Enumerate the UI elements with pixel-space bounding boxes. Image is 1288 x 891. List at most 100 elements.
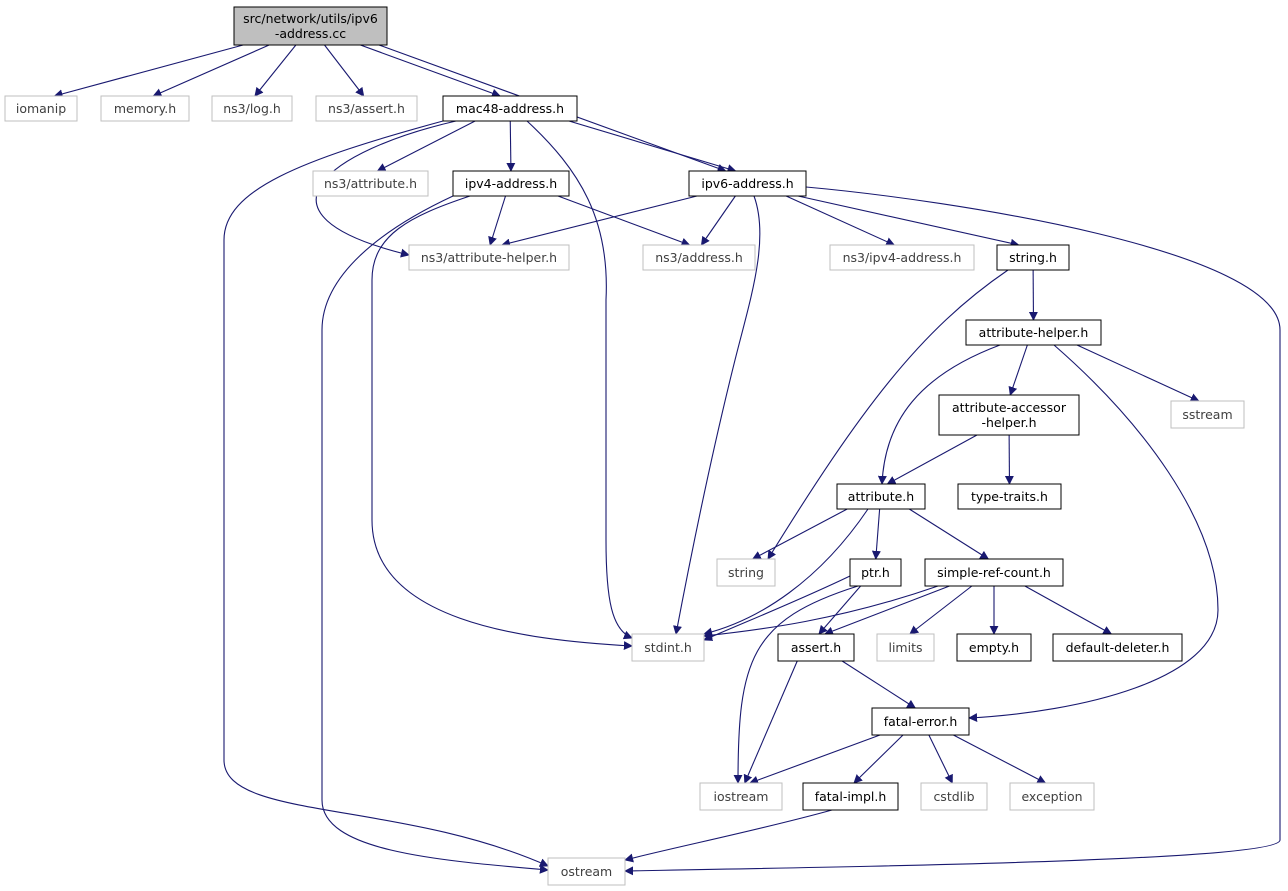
- edge-assert-h-to-fatal-error-h: [841, 660, 917, 709]
- node-box: [233, 6, 388, 46]
- node-ns3-address-h: ns3/address.h: [642, 244, 756, 271]
- edge-ptr-h-to-assert-h: [818, 585, 862, 635]
- edge-fatal-error-h-to-cstdlib: [928, 734, 953, 784]
- node-label: ns3/address.h: [655, 250, 743, 265]
- node-label: memory.h: [114, 101, 176, 116]
- node-attribute-h[interactable]: attribute.h: [836, 483, 926, 510]
- node-box: [876, 633, 935, 662]
- node-box: [631, 633, 705, 662]
- node-label: ostream: [561, 864, 612, 879]
- edge-string-h-to-string: [767, 269, 1009, 560]
- node-box: [100, 95, 190, 122]
- node-label: string.h: [1009, 250, 1057, 265]
- node-ns3-ipv4-address-h: ns3/ipv4-address.h: [829, 244, 975, 271]
- node-attribute-accessor-helper-h[interactable]: attribute-accessor-helper.h: [938, 394, 1080, 436]
- node-box: [829, 244, 975, 271]
- edge-ipv6-address-h-to-ns3-address-h: [700, 195, 736, 246]
- node-label: mac48-address.h: [456, 101, 564, 116]
- node-ptr-h[interactable]: ptr.h: [849, 558, 902, 587]
- edge-attribute-h-to-stdint-h: [703, 508, 869, 637]
- node-label: iostream: [714, 789, 769, 804]
- edge-mac48-address-h-to-stdint-h: [526, 120, 633, 640]
- edge-ipv6-address-h-to-ns3-ipv4-address-h: [785, 195, 896, 246]
- node-box: [315, 95, 418, 122]
- node-label: -address.cc: [275, 26, 346, 41]
- edge-ipv4-address-h-to-ostream: [321, 195, 549, 874]
- edge-mac48-address-h-to-ostream: [223, 120, 549, 867]
- node-string-h[interactable]: string.h: [996, 244, 1070, 271]
- node-simple-ref-count-h[interactable]: simple-ref-count.h: [924, 558, 1064, 587]
- node-box: [452, 170, 570, 197]
- edge-ipv4-address-h-to-ns3-address-h: [557, 195, 691, 247]
- node-box: [4, 95, 78, 122]
- node-root[interactable]: src/network/utils/ipv6-address.cc: [233, 6, 388, 46]
- edge-root-to-iomanip: [53, 44, 244, 99]
- edge-mac48-address-h-to-ipv4-address-h: [506, 120, 516, 172]
- node-box: [699, 782, 783, 811]
- edge-ipv6-address-h-to-string-h: [797, 195, 1020, 248]
- node-ns3-attribute-h: ns3/attribute.h: [312, 170, 429, 197]
- edge-attribute-helper-h-to-fatal-error-h: [968, 344, 1219, 723]
- node-box: [938, 394, 1080, 436]
- edge-attribute-helper-h-to-sstream: [1076, 344, 1200, 402]
- node-box: [211, 95, 293, 122]
- edge-fatal-error-h-to-iostream: [749, 734, 881, 785]
- node-memory-h: memory.h: [100, 95, 190, 122]
- node-box: [716, 558, 776, 587]
- edge-fatal-error-h-to-fatal-impl-h: [853, 734, 904, 784]
- edge-attribute-h-to-ptr-h: [871, 508, 881, 560]
- node-label: ns3/ipv4-address.h: [843, 250, 962, 265]
- edge-attribute-h-to-string: [751, 508, 848, 560]
- node-box: [924, 558, 1064, 587]
- node-label: assert.h: [791, 640, 841, 655]
- node-fatal-impl-h[interactable]: fatal-impl.h: [802, 782, 899, 811]
- node-label: ipv4-address.h: [465, 176, 557, 191]
- edge-mac48-address-h-to-ns3-attribute-h: [376, 120, 476, 172]
- node-label: string: [728, 565, 764, 580]
- node-label: cstdlib: [933, 789, 974, 804]
- node-empty-h[interactable]: empty.h: [956, 633, 1032, 662]
- node-box: [836, 483, 926, 510]
- node-label: ipv6-address.h: [701, 176, 793, 191]
- edge-root-to-ns3-log-h: [254, 44, 297, 97]
- node-box: [642, 244, 756, 271]
- node-mac48-address-h[interactable]: mac48-address.h: [442, 95, 578, 122]
- edge-root-to-memory-h: [152, 44, 270, 97]
- edge-root-to-mac48-address-h: [360, 44, 501, 98]
- node-box: [1052, 633, 1183, 662]
- node-type-traits-h[interactable]: type-traits.h: [957, 483, 1062, 510]
- node-box: [920, 782, 988, 811]
- edge-simple-ref-count-h-to-limits: [909, 585, 973, 635]
- node-ipv6-address-h[interactable]: ipv6-address.h: [688, 170, 807, 197]
- node-attribute-helper-h[interactable]: attribute-helper.h: [965, 319, 1102, 346]
- node-box: [957, 483, 1062, 510]
- node-label: attribute.h: [848, 489, 914, 504]
- node-label: type-traits.h: [971, 489, 1048, 504]
- node-label: ptr.h: [861, 565, 890, 580]
- node-ns3-attribute-helper-h: ns3/attribute-helper.h: [408, 244, 570, 271]
- node-box: [996, 244, 1070, 271]
- node-box: [956, 633, 1032, 662]
- edge-assert-h-to-iostream: [743, 660, 798, 784]
- node-box: [965, 319, 1102, 346]
- edge-ipv6-address-h-to-ns3-attribute-helper-h: [501, 195, 698, 248]
- node-box: [871, 707, 970, 736]
- edge-mac48-address-h-to-ipv6-address-h: [568, 120, 737, 173]
- node-assert-h[interactable]: assert.h: [777, 633, 855, 662]
- edge-simple-ref-count-h-to-default-deleter-h: [1024, 585, 1113, 635]
- node-box: [1009, 782, 1095, 811]
- node-box: [408, 244, 570, 271]
- edges-layer: [53, 44, 1281, 876]
- node-label: ns3/attribute.h: [324, 176, 417, 191]
- node-box: [1170, 400, 1245, 429]
- edge-root-to-ns3-assert-h: [324, 44, 365, 97]
- edge-ptr-h-to-stdint-h: [703, 575, 851, 641]
- edge-ipv4-address-h-to-stdint-h: [371, 195, 633, 651]
- node-default-deleter-h[interactable]: default-deleter.h: [1052, 633, 1183, 662]
- node-label: simple-ref-count.h: [937, 565, 1051, 580]
- node-string: string: [716, 558, 776, 587]
- node-fatal-error-h[interactable]: fatal-error.h: [871, 707, 970, 736]
- node-label: iomanip: [16, 101, 66, 116]
- node-ipv4-address-h[interactable]: ipv4-address.h: [452, 170, 570, 197]
